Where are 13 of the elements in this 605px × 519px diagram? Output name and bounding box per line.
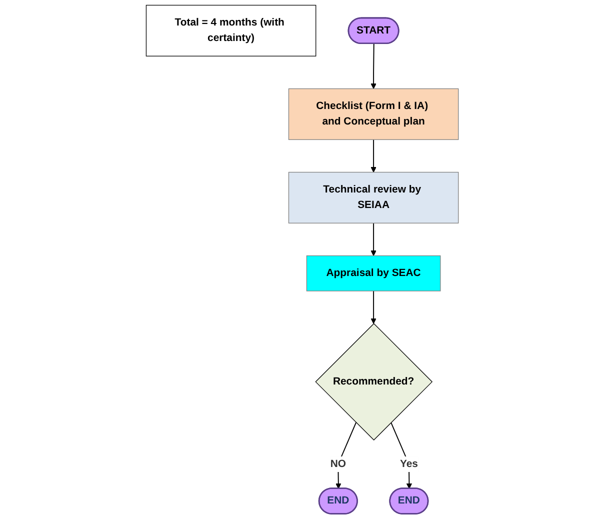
arrow <box>370 43 377 89</box>
arrow <box>370 290 377 324</box>
edge-label: NO <box>330 458 346 470</box>
node-box: Appraisal by SEAC <box>306 255 441 292</box>
node-box: Checklist (Form I & IA) and Conceptual plan <box>288 88 459 140</box>
arrow <box>390 422 412 489</box>
edge-label: Yes <box>400 458 418 470</box>
arrow <box>336 422 357 489</box>
node-box: Total = 4 months (with certainty) <box>146 4 316 56</box>
arrow <box>370 222 377 256</box>
node-diamond: Recommended? <box>315 323 433 440</box>
node-box: Technical review by SEIAA <box>288 172 459 224</box>
arrow <box>370 139 377 172</box>
